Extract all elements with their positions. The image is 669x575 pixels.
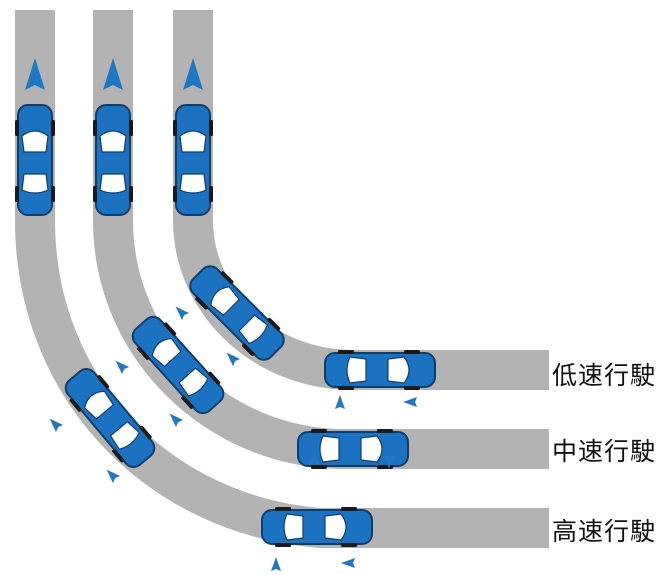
forward-arrow-mid (103, 58, 123, 90)
forward-arrow-low (183, 58, 203, 90)
car-high-straight (14, 104, 56, 216)
label-mid-speed: 中速行駛 (552, 437, 657, 466)
car-low-exit (324, 349, 436, 391)
car-high-exit (261, 506, 373, 548)
forward-arrow-high (25, 58, 45, 90)
label-low-speed: 低速行駛 (552, 361, 657, 390)
car-low-straight (172, 104, 214, 216)
car-mid-straight (92, 104, 134, 216)
car-high-corner (58, 362, 162, 474)
label-high-speed: 高速行駛 (552, 517, 657, 546)
